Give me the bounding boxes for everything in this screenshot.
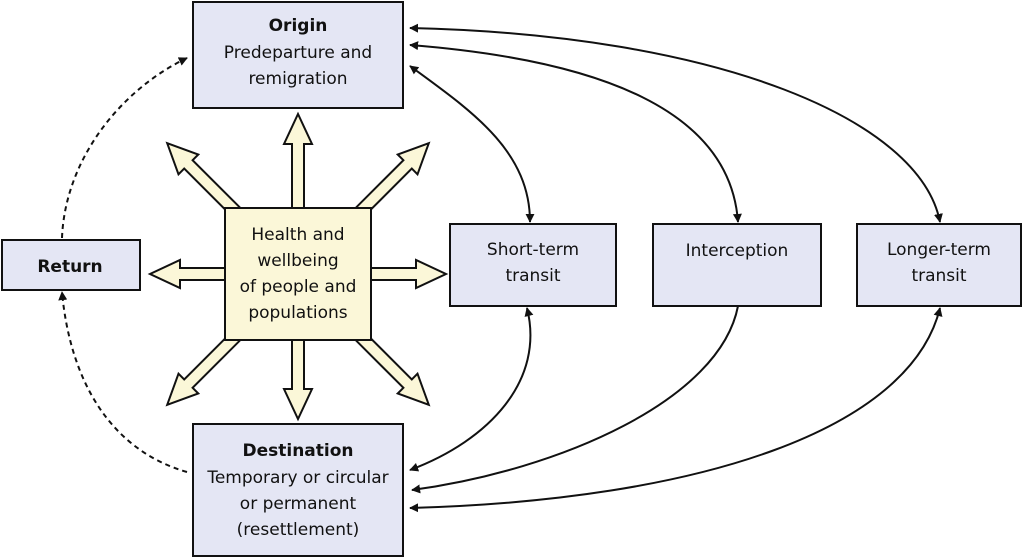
center-line-3: of people and — [240, 277, 357, 297]
arrow-short-term-destination — [409, 307, 534, 472]
short-term-line-1: Short-term — [487, 240, 579, 260]
radiate-arrow-up-left — [165, 141, 244, 220]
arrow-longer-term-destination — [409, 307, 943, 513]
radiate-arrow-left — [147, 258, 229, 290]
short-term-line-2: transit — [505, 266, 560, 286]
arrow-origin-longer-term — [409, 23, 943, 223]
origin-line-2: remigration — [248, 69, 347, 89]
arrow-origin-interception — [409, 41, 742, 223]
radiate-arrow-down-left — [165, 328, 244, 407]
node-interception: Interception — [652, 223, 822, 307]
destination-line-2: or permanent — [240, 494, 357, 514]
radiate-arrow-down — [282, 333, 314, 422]
destination-title: Destination — [242, 441, 353, 461]
interception-label: Interception — [686, 241, 789, 261]
destination-line-1: Temporary or circular — [206, 468, 388, 488]
radiate-arrow-up — [282, 111, 314, 215]
return-title: Return — [37, 257, 102, 277]
destination-line-3: (resettlement) — [237, 520, 360, 540]
center-line-1: Health and — [251, 225, 344, 245]
origin-title: Origin — [269, 16, 328, 36]
radiate-arrow-right — [367, 258, 449, 290]
node-destination: Destination Temporary or circular or per… — [192, 423, 404, 557]
arrow-return-origin-dashed — [61, 57, 188, 239]
connectors — [58, 23, 943, 513]
arrow-destination-return-dashed — [58, 291, 188, 473]
node-longer-term-transit: Longer-term transit — [856, 223, 1022, 307]
node-health-wellbeing: Health and wellbeing of people and popul… — [224, 207, 372, 341]
node-origin: Origin Predeparture and remigration — [192, 1, 404, 109]
radiate-arrow-down-right — [352, 328, 431, 407]
center-line-4: populations — [248, 303, 347, 323]
radiate-arrow-up-right — [352, 141, 431, 220]
longer-term-line-1: Longer-term — [887, 240, 991, 260]
node-short-term-transit: Short-term transit — [449, 223, 617, 307]
origin-line-1: Predeparture and — [224, 43, 372, 63]
arrow-interception-destination — [411, 305, 739, 494]
node-return: Return — [1, 239, 141, 291]
center-line-2: wellbeing — [257, 251, 338, 271]
longer-term-line-2: transit — [911, 266, 966, 286]
